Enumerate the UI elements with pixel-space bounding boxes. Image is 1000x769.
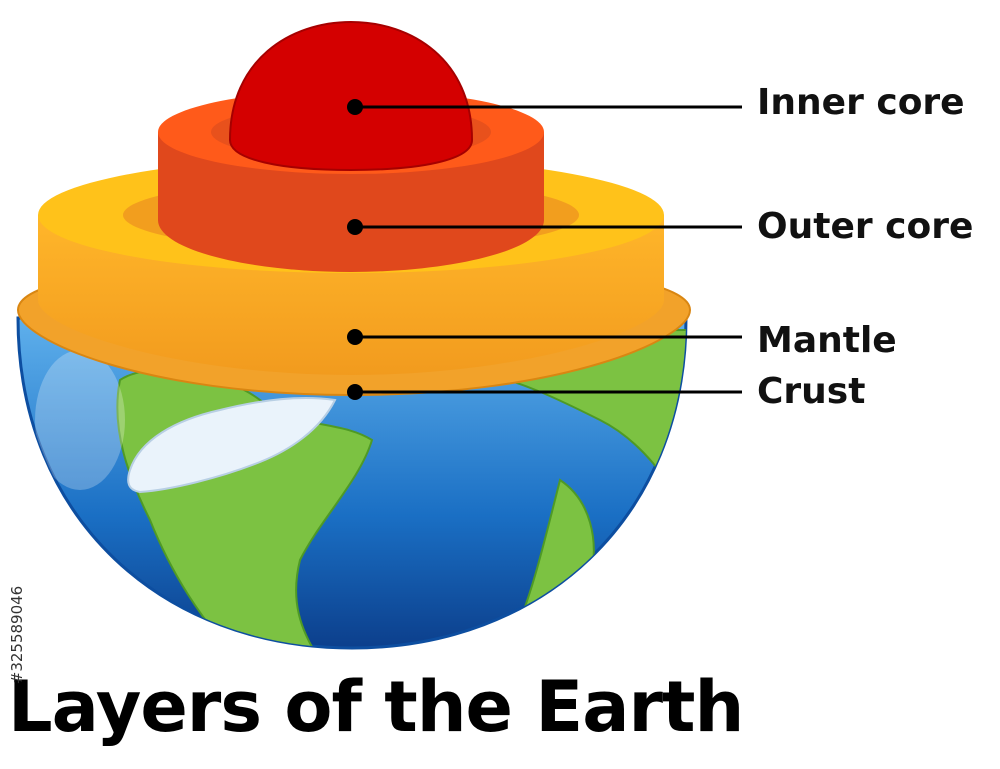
label-inner-core: Inner core bbox=[757, 82, 965, 123]
diagram-title: Layers of the Earth bbox=[8, 666, 744, 748]
label-mantle: Mantle bbox=[757, 320, 897, 361]
ice-sheet bbox=[127, 397, 337, 494]
pointer-inner-core bbox=[347, 99, 742, 115]
label-crust: Crust bbox=[757, 371, 866, 412]
inner-core-layer bbox=[228, 20, 474, 172]
pointer-mantle bbox=[347, 329, 742, 345]
stock-id-text: #325589046 bbox=[8, 585, 26, 685]
pointer-crust bbox=[347, 384, 742, 400]
pointer-outer-core bbox=[347, 219, 742, 235]
label-outer-core: Outer core bbox=[757, 206, 974, 247]
stock-id-watermark: #325589046 bbox=[2, 520, 32, 750]
earth-hemisphere bbox=[16, 316, 688, 650]
